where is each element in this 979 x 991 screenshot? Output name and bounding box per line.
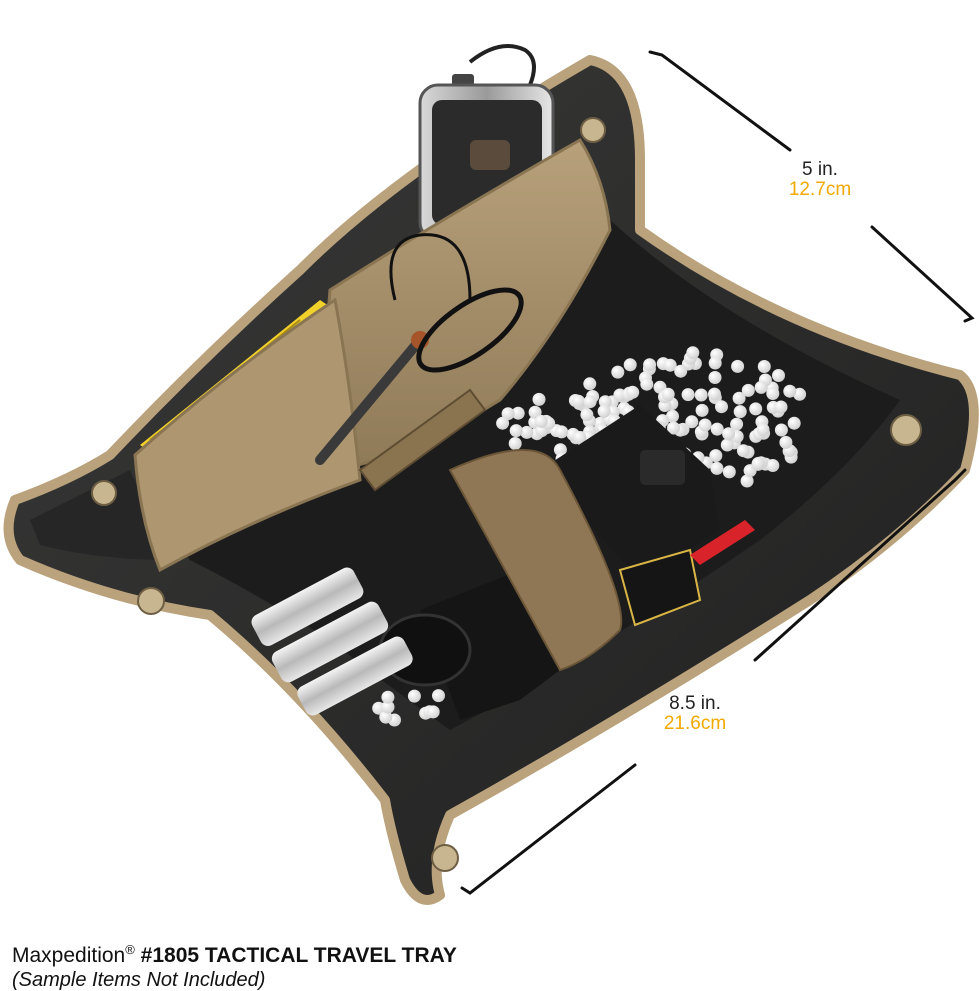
bb-pellet <box>779 435 793 449</box>
bb-pellet <box>663 358 677 372</box>
bb-pellet <box>772 369 785 382</box>
bb-pellet <box>667 421 680 435</box>
bb-pellet <box>381 700 395 714</box>
bb-pellet <box>754 380 768 394</box>
bb-pellet <box>740 474 754 488</box>
bb-pellet <box>580 408 594 422</box>
caption-note: (Sample Items Not Included) <box>12 969 266 991</box>
bb-pellet <box>731 359 745 373</box>
battery-icon <box>251 567 413 716</box>
bb-pellet <box>381 690 395 704</box>
bb-pellet <box>749 402 763 416</box>
bb-pellet <box>528 405 542 419</box>
bb-pellet <box>793 387 807 401</box>
bb-pellet <box>511 406 525 420</box>
bb-pellet <box>741 383 755 397</box>
bb-pellet <box>661 387 675 401</box>
bb-pellet <box>432 689 445 703</box>
bb-pellet <box>573 431 587 444</box>
left-wall <box>30 470 170 560</box>
bb-pellet <box>710 461 724 475</box>
width-dimension-label: 5 in. 12.7cm <box>770 160 870 200</box>
bb-pellet <box>640 377 654 391</box>
bb-pellet <box>732 391 746 405</box>
bb-pellet <box>715 400 728 414</box>
red-tool <box>690 520 755 565</box>
bb-pellet <box>597 404 611 418</box>
length-dimension-label: 8.5 in. 21.6cm <box>640 694 750 734</box>
bb-pellet <box>501 407 515 421</box>
length-imperial: 8.5 in. <box>669 693 721 714</box>
bb-pellet <box>720 438 734 452</box>
registered-mark: ® <box>125 942 135 957</box>
bb-pellet <box>751 456 765 470</box>
bb-pellet <box>681 388 695 402</box>
bb-pellet <box>426 705 440 719</box>
bb-pellet <box>695 403 709 417</box>
bb-pellet <box>583 395 597 409</box>
bb-pellet <box>623 358 637 372</box>
bb-pellet <box>532 392 546 406</box>
bb-pellet <box>757 360 771 373</box>
bb-pellet <box>733 405 747 419</box>
bb-pellet <box>643 358 657 372</box>
snap-button-icon <box>91 117 922 872</box>
bb-pellet <box>783 384 797 398</box>
bb-pellet <box>698 418 712 432</box>
bb-pellet <box>736 444 750 458</box>
caption-brand: Maxpedition <box>12 944 126 967</box>
bb-pellet <box>598 395 612 409</box>
bb-pellet <box>509 424 523 438</box>
caption-product-name: #1805 TACTICAL TRAVEL TRAY <box>140 944 457 967</box>
caption-title: Maxpedition® #1805 TACTICAL TRAVEL TRAY <box>12 937 972 969</box>
front-pocket <box>133 297 362 573</box>
bb-pellet <box>572 394 585 408</box>
bb-pellet <box>583 377 597 391</box>
bb-pellet <box>379 710 393 724</box>
width-metric: 12.7cm <box>788 179 852 200</box>
bb-pellet <box>708 387 721 401</box>
bb-pellet <box>730 417 744 431</box>
bb-pellet <box>674 364 688 378</box>
bb-pellet <box>774 400 788 414</box>
bb-pellet <box>722 427 736 441</box>
bb-pellet <box>708 371 722 384</box>
bb-pellet <box>766 459 780 472</box>
elastic-strap <box>448 449 623 672</box>
logo-patch <box>358 388 487 492</box>
product-caption: Maxpedition® #1805 TACTICAL TRAVEL TRAY … <box>12 937 972 991</box>
bb-pellet <box>709 449 723 463</box>
bb-pellet <box>685 415 699 429</box>
bb-pellet <box>626 385 640 399</box>
bb-pellet <box>534 414 548 428</box>
brand-tag <box>618 548 702 627</box>
bb-pellet <box>710 422 724 436</box>
bb-pellet <box>686 346 700 360</box>
bb-pellet <box>694 388 708 402</box>
bb-pellet <box>666 409 679 423</box>
bb-pellet <box>520 425 534 439</box>
bb-pellet <box>508 437 522 450</box>
width-imperial: 5 in. <box>802 159 838 180</box>
bb-pellet <box>407 689 421 703</box>
bb-pellet <box>756 423 770 437</box>
bb-pellet <box>496 416 510 430</box>
bb-pellet <box>611 365 625 379</box>
bb-pellet <box>774 423 788 437</box>
bb-pellet <box>555 425 569 439</box>
bb-pellet <box>722 465 736 479</box>
bb-pellet <box>708 356 722 370</box>
bb-pellet <box>787 416 801 430</box>
bb-pellet <box>766 387 780 400</box>
length-metric: 21.6cm <box>663 713 727 734</box>
pen-and-cable <box>315 233 524 465</box>
dimension-lines <box>460 50 975 895</box>
